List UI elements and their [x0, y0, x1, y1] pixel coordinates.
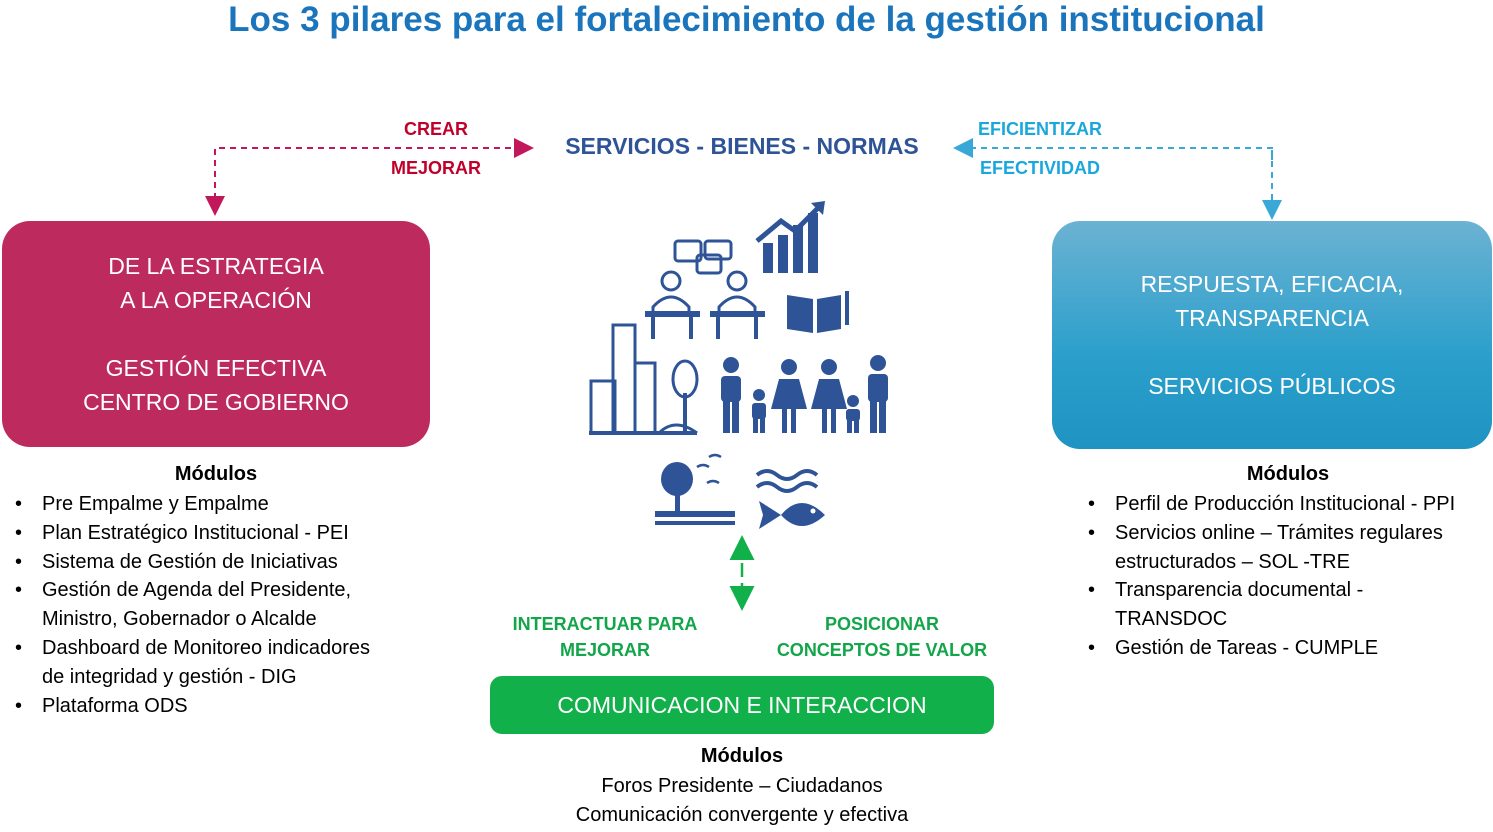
list-item: Sistema de Gestión de Iniciativas	[15, 548, 492, 577]
list-item: Comunicación convergente y efectiva	[575, 804, 909, 826]
central-illustration	[589, 201, 888, 529]
right-modules-title: Módulos	[1246, 463, 1330, 485]
left-pillar-line: DE LA ESTRATEGIA	[108, 253, 324, 279]
city-icon	[589, 323, 697, 435]
list-item: Gestión de Tareas - CUMPLE	[1088, 634, 1493, 663]
left-modules-list: Pre Empalme y Empalme Plan Estratégico I…	[2, 490, 492, 720]
bottom-pillar-label: COMUNICACION E INTERACCION	[557, 692, 927, 718]
label-eficientizar: EFICIENTIZAR	[978, 119, 1102, 139]
list-item: Servicios online – Trámites regularesest…	[1088, 519, 1493, 577]
list-item: Plataforma ODS	[15, 692, 492, 721]
center-label: SERVICIOS - BIENES - NORMAS	[565, 133, 919, 159]
left-pillar-line: CENTRO DE GOBIERNO	[83, 389, 349, 415]
bottom-modules-list: Foros Presidente – Ciudadanos Comunicaci…	[490, 772, 994, 830]
list-item: Transparencia documental -TRANSDOC	[1088, 576, 1493, 634]
left-pillar-box: DE LA ESTRATEGIA A LA OPERACIÓN GESTIÓN …	[2, 221, 430, 447]
left-pillar-line: GESTIÓN EFECTIVA	[105, 355, 327, 381]
nature-icon	[655, 453, 735, 525]
family-icon	[721, 355, 888, 433]
growth-chart-icon	[755, 201, 825, 273]
list-item: Foros Presidente – Ciudadanos	[601, 775, 883, 797]
right-pillar-line: RESPUESTA, EFICACIA,	[1140, 271, 1404, 297]
left-pillar-line: A LA OPERACIÓN	[120, 287, 312, 313]
label-efectividad: EFECTIVIDAD	[979, 158, 1100, 178]
right-pillar-line: SERVICIOS PÚBLICOS	[1148, 373, 1396, 399]
label-mejorar: MEJORAR	[390, 158, 481, 178]
list-item: Plan Estratégico Institucional - PEI	[15, 519, 492, 548]
tree-icon	[657, 359, 699, 435]
fish-icon	[755, 469, 825, 529]
label-crear: CREAR	[403, 119, 468, 139]
list-item: Perfil de Producción Institucional - PPI	[1088, 490, 1493, 519]
right-pillar-box: RESPUESTA, EFICACIA, TRANSPARENCIA SERVI…	[1052, 221, 1492, 449]
posicionar-label: POSICIONAR CONCEPTOS DE VALOR	[776, 614, 988, 660]
bottom-pillar-box: COMUNICACION E INTERACCION	[490, 676, 994, 734]
book-icon	[787, 291, 849, 333]
left-modules-title: Módulos	[174, 463, 258, 485]
interactuar-label: INTERACTUAR PARA MEJORAR	[512, 614, 698, 660]
right-modules-list: Perfil de Producción Institucional - PPI…	[1075, 490, 1493, 663]
list-item: Gestión de Agenda del Presidente,Ministr…	[15, 576, 492, 634]
bottom-modules-title: Módulos	[700, 745, 784, 767]
list-item: Pre Empalme y Empalme	[15, 490, 492, 519]
right-pillar-line: TRANSPARENCIA	[1175, 305, 1369, 331]
page-title: Los 3 pilares para el fortalecimiento de…	[228, 0, 1265, 39]
meeting-icon	[645, 239, 765, 339]
